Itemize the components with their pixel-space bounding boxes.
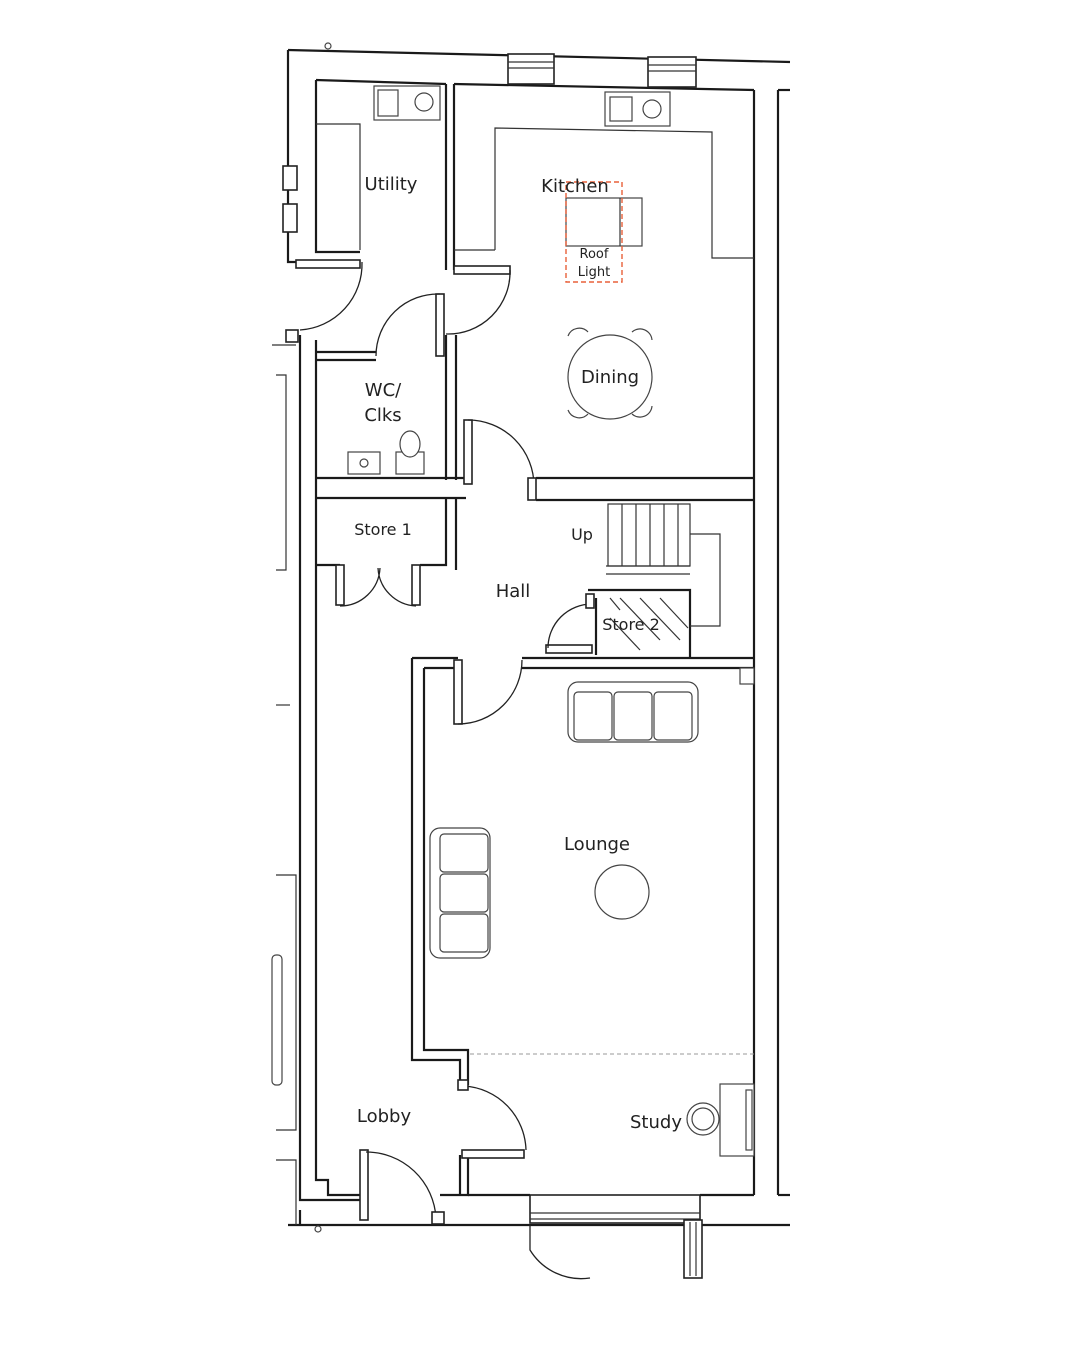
wc-fixtures [347,430,425,475]
room-labels: Utility Kitchen Roof Light Dining WC/ Cl… [354,174,682,1133]
label-store1: Store 1 [354,520,412,539]
doors [285,259,595,1280]
label-hall: Hall [496,581,531,602]
label-clks: Clks [364,405,401,426]
outer-walls [271,48,791,1227]
staircase [606,503,721,651]
label-store2: Store 2 [602,615,660,634]
label-utility: Utility [365,174,418,195]
roof-light [565,181,623,283]
internal-walls [316,84,754,1195]
label-wc: WC/ [365,380,402,401]
label-roof-light-1: Roof [580,247,609,262]
label-lounge: Lounge [564,834,630,855]
windows [282,42,703,1279]
label-kitchen: Kitchen [541,176,609,197]
lounge-furniture [429,667,755,959]
label-roof-light-2: Light [578,265,610,280]
kitchen-fittings [316,85,754,259]
label-lobby: Lobby [357,1106,412,1127]
label-dining: Dining [581,367,639,388]
dining-table [567,327,653,420]
study-furniture [686,1083,755,1157]
label-study: Study [630,1112,682,1133]
label-up: Up [571,525,593,544]
